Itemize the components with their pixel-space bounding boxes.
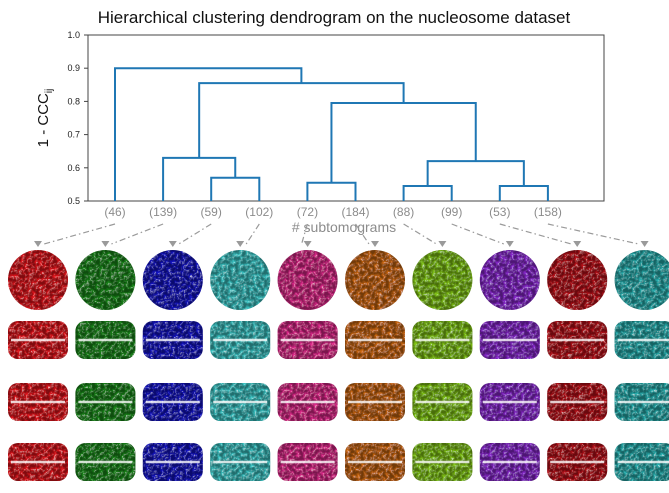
leaf-count-label: (102) <box>245 205 273 219</box>
y-axis-label-subscript: ij <box>44 89 55 93</box>
leaf-count-label: (184) <box>341 205 369 219</box>
top-view-rendering <box>210 250 271 310</box>
top-view-rendering <box>8 250 68 310</box>
subtomogram-average-column <box>614 250 669 481</box>
leaf-arrows <box>34 223 649 247</box>
top-view-rendering <box>75 250 136 310</box>
leaf-count-labels: (46) (139) (59) (102) (72) (184) (88) (99) (53) (… <box>104 205 562 219</box>
dendrogram-link-E <box>498 185 549 201</box>
y-tick-label: 0.9 <box>67 63 80 73</box>
leaf-arrow <box>245 223 260 245</box>
subtomogram-average-column <box>547 250 608 481</box>
dendrogram-links <box>114 67 549 201</box>
subtomogram-average-column <box>142 250 203 481</box>
leaf-arrowhead <box>303 241 312 247</box>
leaf-arrowhead <box>640 241 649 247</box>
leaf-count-label: (53) <box>489 205 510 219</box>
leaf-count-label: (72) <box>297 205 318 219</box>
leaf-arrow <box>355 223 370 245</box>
y-axis-label-main: 1 - CCC <box>35 93 52 147</box>
leaf-arrowhead <box>438 241 447 247</box>
chart-title: Hierarchical clustering dendrogram on th… <box>98 8 571 27</box>
dendrogram-link-A <box>210 176 261 201</box>
leaf-arrowhead <box>101 241 110 247</box>
leaf-count-label: (139) <box>149 205 177 219</box>
subtomogram-average-column <box>75 250 136 481</box>
y-tick-label: 0.8 <box>67 96 80 106</box>
leaf-arrowhead <box>236 241 245 247</box>
y-tick-label: 0.7 <box>67 130 80 140</box>
leaf-count-label: (99) <box>441 205 462 219</box>
subtomogram-average-column <box>8 250 68 481</box>
leaf-arrow <box>111 223 164 245</box>
plot-frame <box>87 34 605 202</box>
y-tick-label: 0.5 <box>67 196 80 206</box>
top-view-rendering <box>614 250 669 310</box>
dendrogram-link-D <box>402 185 453 201</box>
subtomogram-average-column <box>277 250 338 481</box>
leaf-arrowhead <box>371 241 379 247</box>
top-view-rendering <box>277 250 338 310</box>
leaf-count-label: (158) <box>534 205 562 219</box>
subtomogram-average-column <box>345 250 405 481</box>
top-view-rendering <box>479 250 540 310</box>
subtomogram-average-column <box>479 250 540 481</box>
x-axis-label: # subtomograms <box>292 219 396 235</box>
subtomogram-average-column <box>210 250 271 481</box>
dendrogram-link-I <box>114 67 303 201</box>
top-view-rendering <box>345 250 405 310</box>
leaf-arrow <box>451 223 505 245</box>
subtomogram-gallery <box>8 250 669 481</box>
dendrogram-link-F <box>426 160 525 187</box>
leaf-count-label: (59) <box>201 205 222 219</box>
leaf-arrow <box>547 223 639 245</box>
leaf-arrow <box>43 223 116 245</box>
subtomogram-average-column <box>412 250 473 481</box>
dendrogram-link-B <box>162 156 237 201</box>
leaf-count-label: (88) <box>393 205 414 219</box>
leaf-arrowhead <box>168 241 177 247</box>
leaf-arrowhead <box>573 241 582 247</box>
leaf-arrowhead <box>505 241 514 247</box>
top-view-rendering <box>142 250 203 310</box>
y-axis-label: 1 - CCCij <box>35 89 55 148</box>
leaf-arrow <box>499 223 572 245</box>
dendrogram-link-C <box>306 181 357 201</box>
y-axis: 0.5 0.6 0.7 0.8 0.9 1.0 <box>67 30 88 206</box>
leaf-arrow <box>178 223 212 245</box>
dendrogram-link-H <box>198 82 405 158</box>
leaf-arrow <box>403 223 437 245</box>
leaf-arrowhead <box>34 241 42 247</box>
leaf-arrow <box>301 223 308 245</box>
dendrogram-link-G <box>330 102 477 183</box>
y-tick-label: 0.6 <box>67 163 80 173</box>
top-view-rendering <box>412 250 473 310</box>
leaf-count-label: (46) <box>104 205 125 219</box>
y-tick-label: 1.0 <box>67 30 80 40</box>
top-view-rendering <box>547 250 608 310</box>
